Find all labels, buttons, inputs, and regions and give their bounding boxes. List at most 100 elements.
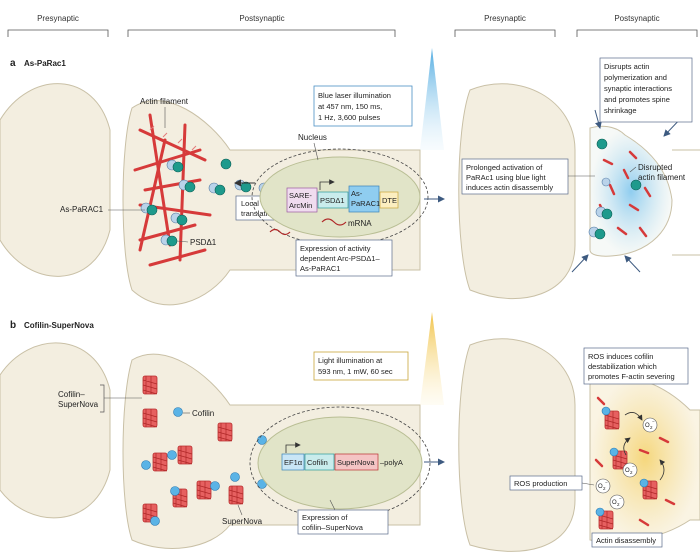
leader-ros-production (581, 482, 595, 486)
construct-ef1a-label: EF1α (284, 458, 303, 467)
label-psd-delta1: PSDΔ1 (190, 238, 217, 247)
actin-disassembly-label: Actin disassembly (596, 536, 656, 545)
label-as-parac1: As-PaRAC1 (60, 205, 104, 214)
presynaptic-bouton-b-right (458, 338, 576, 552)
svg-text:O: O (612, 500, 617, 506)
construct-sare-arcmin (286, 187, 318, 213)
presynaptic-bouton-a (0, 83, 111, 277)
illumination-a-line2: at 457 nm, 150 ms, (318, 102, 382, 111)
yellow-light-beam (420, 312, 444, 405)
construct-cofilin-label: Cofilin (307, 458, 328, 467)
ros-cycle-arrows (623, 412, 666, 481)
construct-supernova-label: SuperNova (337, 458, 375, 467)
illumination-b-line2: 593 nm, 1 mW, 60 sec (318, 367, 393, 376)
svg-text:2: 2 (617, 502, 620, 507)
disrupts-line5: shrinkage (604, 106, 637, 115)
actin-filaments-a (133, 113, 212, 267)
ros-line2: destabilization which (588, 362, 657, 371)
ros-box (583, 347, 689, 385)
expression-b-line1: Expression of (302, 513, 348, 522)
construct-polya-label: –polyA (380, 458, 403, 467)
panel-b-letter: b (10, 320, 16, 331)
molecules-right-a (588, 138, 642, 240)
construct-cofilin (304, 453, 335, 471)
construct-sare-line1: SARE- (289, 191, 312, 200)
svg-text:−: − (619, 496, 622, 501)
svg-text:2: 2 (630, 470, 633, 475)
superoxide-radicals (595, 417, 658, 510)
promoter-arrow-a (319, 179, 335, 190)
label-nucleus: Nucleus (298, 133, 327, 142)
expression-a-line2: dependent Arc-PSDΔ1– (300, 254, 380, 263)
expression-box-a (295, 239, 393, 277)
leader-nucleus (313, 142, 319, 161)
construct-ef1a (281, 453, 305, 471)
construct-dte (379, 191, 399, 209)
expression-b-line2: cofilin–SuperNova (302, 523, 364, 532)
disrupts-line4: and promotes spine (604, 95, 670, 104)
label-cofilin: Cofilin (192, 409, 214, 418)
svg-text:−: − (605, 480, 608, 485)
panel-a-title: As-PaRac1 (24, 59, 66, 68)
expression-a-line1: Expression of activity (300, 244, 371, 253)
construct-dte-label: DTE (382, 196, 397, 205)
header-postsynaptic-right: Postsynaptic (614, 14, 659, 23)
label-supernova: SuperNova (222, 517, 263, 526)
svg-text:−: − (652, 419, 655, 424)
svg-text:2: 2 (603, 486, 606, 491)
illumination-a-line1: Blue laser illumination (318, 91, 391, 100)
header-postsynaptic-left: Postsynaptic (239, 14, 284, 23)
illumination-box-a (313, 85, 413, 127)
cofilin-molecules-right (595, 406, 649, 517)
svg-text:O: O (598, 484, 603, 490)
blue-light-beam (420, 48, 444, 150)
dendrite-right-a (672, 149, 700, 256)
disrupts-line3: synaptic interactions (604, 84, 672, 93)
label-mrna: mRNA (348, 219, 372, 228)
nucleus-envelope-a (251, 148, 429, 246)
construct-supernova (334, 453, 379, 471)
mrna-strand-2 (269, 228, 291, 236)
leader-supernova (237, 504, 243, 516)
label-actin-filament: Actin filament (140, 97, 189, 106)
construct-psd-label: PSDΔ1 (320, 196, 345, 205)
actin-fragments-right-b (594, 396, 676, 527)
actin-ticks-a (149, 125, 197, 151)
disrupts-line2: polymerization and (604, 73, 667, 82)
presynaptic-bouton-b (0, 342, 111, 519)
prolonged-line2: PaRAc1 using blue light (466, 173, 547, 182)
leader-psd-delta1 (176, 240, 189, 243)
disrupts-box (599, 57, 693, 123)
label-cofilin-supernova-line1: Cofilin– (58, 390, 85, 399)
actin-disassembly-box (591, 532, 663, 548)
supernova-marker-b (228, 485, 244, 505)
label-disrupted-line1: Disrupted (638, 163, 672, 172)
local-translation-line1: Local (241, 199, 259, 208)
construct-as-line2: PaRAC1 (351, 199, 380, 208)
prolonged-line3: induces actin disassembly (466, 183, 553, 192)
ros-line3: promotes F-actin severing (588, 372, 675, 381)
as-parac1-molecules-a (140, 158, 276, 247)
label-disrupted-line2: actin filament (638, 173, 686, 182)
postsynaptic-spine-a-right (589, 125, 673, 257)
prolonged-box (461, 158, 569, 195)
svg-text:O: O (645, 423, 650, 429)
illumination-a-line3: 1 Hz, 3,600 pulses (318, 113, 380, 122)
bracket-cofilin-supernova (100, 384, 105, 413)
expression-box-b (297, 509, 389, 535)
ros-line1: ROS induces cofilin (588, 352, 653, 361)
illumination-b-line1: Light illumination at (318, 356, 383, 365)
leader-disrupted (629, 166, 637, 173)
header-presynaptic-right: Presynaptic (484, 14, 526, 23)
panel-a-letter: a (10, 58, 16, 69)
promoter-arrow-b (285, 442, 301, 453)
label-cofilin-supernova-line2: SuperNova (58, 400, 99, 409)
svg-text:O: O (625, 468, 630, 474)
disrupts-line1: Disrupts actin (604, 62, 649, 71)
panel-b-title: Cofilin-SuperNova (24, 321, 94, 330)
construct-as-parac1 (348, 185, 380, 213)
mrna-strand (321, 218, 347, 226)
construct-psd-delta1 (317, 191, 349, 209)
